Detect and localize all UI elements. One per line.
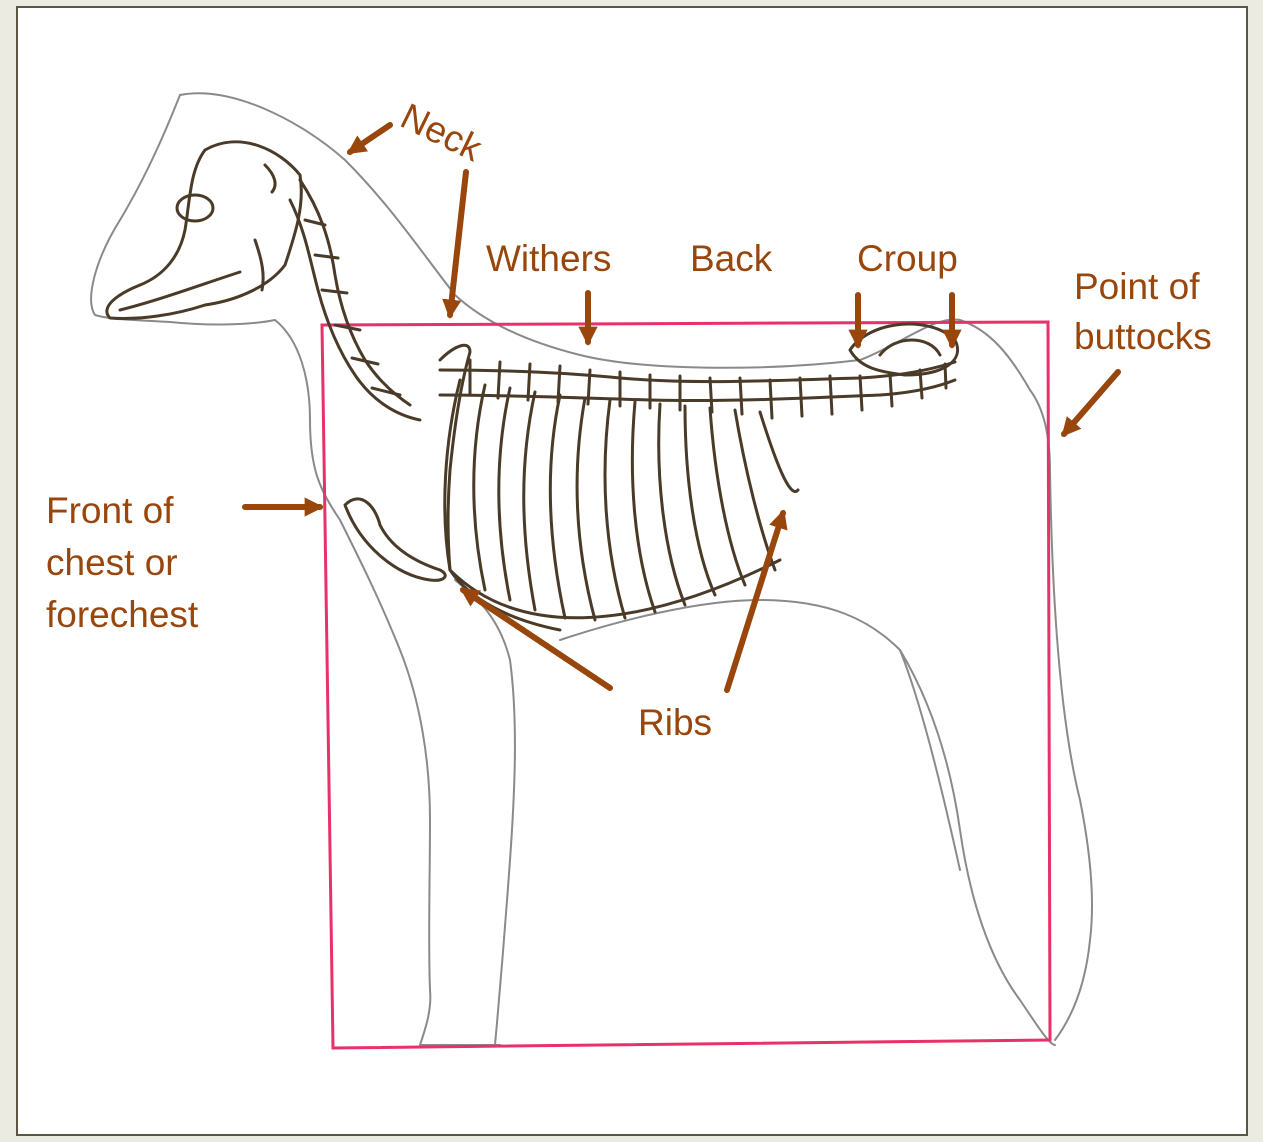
label-front-of-chest-line-1: Front of xyxy=(46,490,174,531)
dog-outline xyxy=(91,93,1092,1045)
label-back: Back xyxy=(690,238,773,279)
label-front-of-chest-line-3: forechest xyxy=(46,594,199,635)
label-croup: Croup xyxy=(857,238,958,279)
labels: Neck Withers Back Croup Point of buttock… xyxy=(46,95,1212,743)
skeleton xyxy=(107,142,958,630)
buttocks-arrow xyxy=(1064,372,1118,434)
label-withers: Withers xyxy=(486,238,611,279)
label-point-of-buttocks-line-2: buttocks xyxy=(1074,316,1212,357)
label-neck: Neck xyxy=(394,95,488,169)
label-point-of-buttocks-line-1: Point of xyxy=(1074,266,1200,307)
ribs-arrow-left xyxy=(463,590,610,688)
neck-arrow-long xyxy=(450,172,466,315)
label-ribs: Ribs xyxy=(638,702,712,743)
label-front-of-chest-line-2: chest or xyxy=(46,542,178,583)
neck-arrow xyxy=(350,125,390,152)
